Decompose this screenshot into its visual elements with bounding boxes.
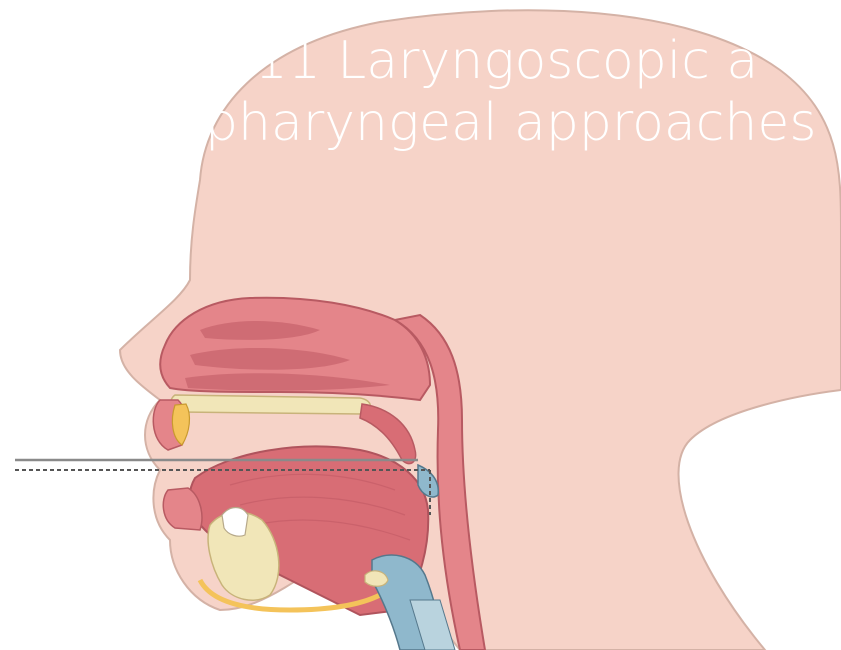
slide-title-line-2: pharyngeal approaches t [205,92,841,154]
slide-title-line-1: 6.11 Laryngoscopic a [205,30,841,92]
hard-palate [171,395,371,414]
slide-title: 6.11 Laryngoscopic a pharyngeal approach… [205,30,841,154]
